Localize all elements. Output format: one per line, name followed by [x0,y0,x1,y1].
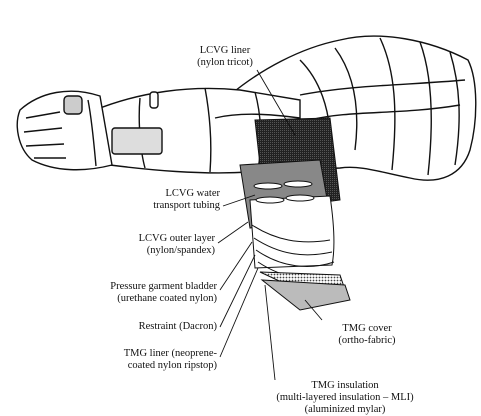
label-tmg-liner: TMG liner (neoprene- coated nylon ripsto… [95,348,217,372]
leader-bladder [220,242,252,290]
label-lcvg-outer: LCVG outer layer (nylon/spandex) [100,233,215,257]
label-lcvg-water: LCVG water transport tubing [120,188,220,212]
label-lcvg-liner: LCVG liner (nylon tricot) [175,45,275,69]
leader-lcvg-outer [218,222,248,243]
glove [17,91,112,170]
label-tmg-cover: TMG cover (ortho-fabric) [322,323,412,347]
leader-tmg-insulation [265,285,275,380]
label-tmg-insulation: TMG insulation (multi-layered insulation… [255,380,435,416]
label-bladder: Pressure garment bladder (urethane coate… [70,281,217,305]
label-restraint: Restraint (Dacron) [100,321,217,333]
